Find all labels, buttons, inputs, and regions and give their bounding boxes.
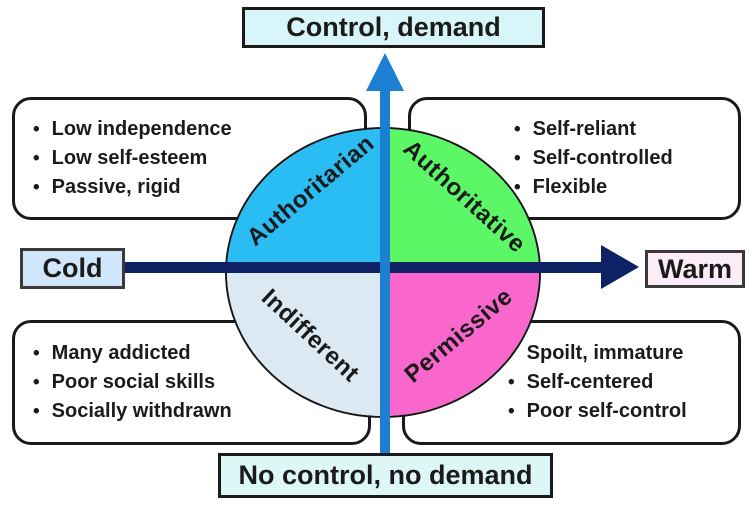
axis-label-bottom: No control, no demand <box>218 453 553 498</box>
traits-list-top-left: Low independence Low self-esteem Passive… <box>15 115 364 202</box>
trait-text: Flexible <box>532 176 608 198</box>
quadrant-top-left-fill <box>227 129 385 267</box>
trait-text: Poor self-control <box>526 400 687 422</box>
trait-item: Flexible <box>514 173 738 202</box>
trait-item: Socially withdrawn <box>33 397 368 426</box>
axis-label-cold: Cold <box>20 248 125 289</box>
trait-item: Poor self-control <box>508 397 738 426</box>
trait-text: Spoilt, immature <box>526 342 684 364</box>
right-arrowhead-icon <box>601 245 639 289</box>
trait-text: Many addicted <box>51 342 191 364</box>
quadrant-bottom-left-fill <box>227 267 385 416</box>
quadrant-bottom-right-fill <box>385 267 539 416</box>
trait-item: Passive, rigid <box>33 173 364 202</box>
trait-item: Poor social skills <box>33 368 368 397</box>
trait-text: Self-controlled <box>532 147 673 169</box>
trait-text: Self-centered <box>526 371 654 393</box>
quadrant-top-right-fill <box>385 129 539 267</box>
axis-label-top: Control, demand <box>242 7 545 48</box>
vertical-axis-line <box>380 88 390 455</box>
trait-text: Passive, rigid <box>51 176 181 198</box>
trait-text: Poor social skills <box>51 371 216 393</box>
trait-item: Spoilt, immature <box>508 339 738 368</box>
trait-item: Low self-esteem <box>33 144 364 173</box>
trait-item: Many addicted <box>33 339 368 368</box>
up-arrowhead-icon <box>366 53 404 91</box>
traits-list-top-right: Self-reliant Self-controlled Flexible <box>411 115 738 202</box>
trait-item: Self-reliant <box>514 115 738 144</box>
trait-item: Low independence <box>33 115 364 144</box>
trait-text: Low self-esteem <box>51 147 208 169</box>
traits-list-bottom-right: Spoilt, immature Self-centered Poor self… <box>405 339 738 426</box>
trait-item: Self-controlled <box>514 144 738 173</box>
traits-list-bottom-left: Many addicted Poor social skills Sociall… <box>15 339 368 426</box>
trait-item: Self-centered <box>508 368 738 397</box>
axis-label-warm: Warm <box>645 250 745 288</box>
trait-text: Low independence <box>51 118 232 140</box>
horizontal-axis-line <box>123 262 603 273</box>
trait-text: Self-reliant <box>532 118 637 140</box>
trait-text: Socially withdrawn <box>51 400 232 422</box>
